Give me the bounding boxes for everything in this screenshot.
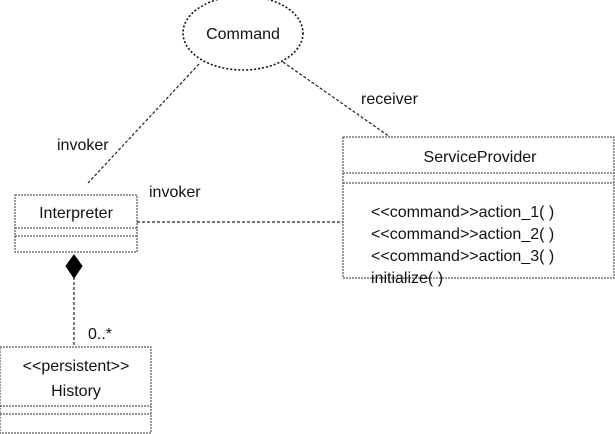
invoker-association-label: invoker bbox=[149, 184, 201, 201]
history-stereotype: <<persistent>> bbox=[23, 358, 130, 375]
command-collaboration[interactable]: Command bbox=[182, 0, 304, 71]
serviceprovider-class[interactable]: ServiceProvider <<command>>action_1( ) <… bbox=[342, 136, 615, 287]
operation-action-3: <<command>>action_3( ) bbox=[371, 248, 554, 265]
history-class[interactable]: <<persistent>> History bbox=[0, 346, 152, 434]
invoker-role-label: invoker bbox=[57, 137, 109, 154]
history-class-name: History bbox=[51, 383, 101, 400]
receiver-role-label: receiver bbox=[361, 91, 419, 108]
composition-diamond bbox=[65, 254, 83, 279]
invoker-role-link bbox=[87, 63, 200, 184]
operation-action-2: <<command>>action_2( ) bbox=[371, 226, 554, 243]
interpreter-class-name: Interpreter bbox=[39, 205, 113, 222]
operation-initialize: initialize( ) bbox=[371, 270, 443, 287]
command-label: Command bbox=[206, 26, 280, 43]
interpreter-class[interactable]: Interpreter bbox=[14, 194, 138, 253]
operation-action-1: <<command>>action_1( ) bbox=[371, 204, 554, 221]
history-multiplicity-label: 0..* bbox=[88, 326, 112, 343]
receiver-role-link bbox=[282, 61, 391, 138]
serviceprovider-class-name: ServiceProvider bbox=[424, 149, 538, 166]
